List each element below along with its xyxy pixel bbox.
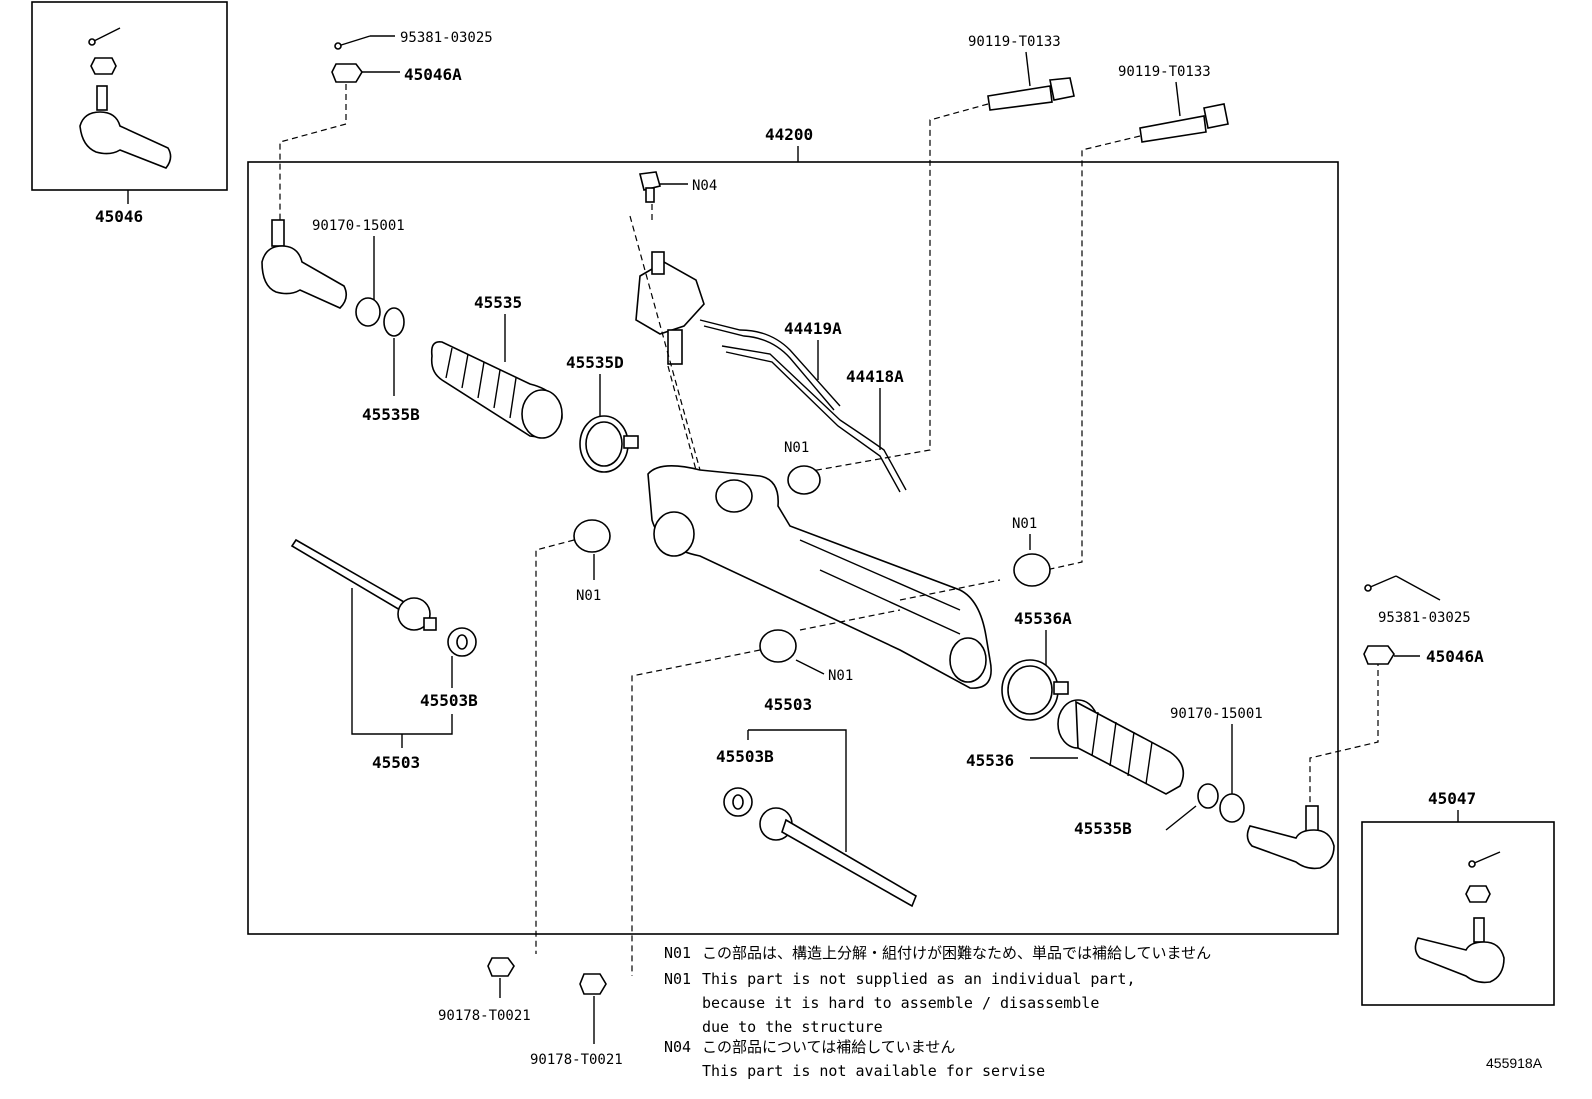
label-N01-left[interactable]: N01: [576, 588, 601, 604]
label-45503-center[interactable]: 45503: [764, 695, 812, 714]
label-45503B-left[interactable]: 45503B: [420, 691, 478, 710]
label-45535B-right[interactable]: 45535B: [1074, 819, 1132, 838]
note-1-code: N01: [664, 970, 691, 988]
cotter-pin-right[interactable]: [1364, 575, 1397, 592]
castle-nut-top[interactable]: [331, 63, 363, 83]
boot-45536[interactable]: [1057, 699, 1185, 795]
bolt-90119-T0133-a[interactable]: [987, 77, 1075, 111]
tie-rod-45503-left[interactable]: [290, 538, 437, 631]
label-45535[interactable]: 45535: [474, 293, 522, 312]
label-95381-03025-top[interactable]: 95381-03025: [400, 30, 493, 46]
castle-nut-right[interactable]: [1363, 645, 1395, 665]
label-90170-15001-left[interactable]: 90170-15001: [312, 218, 405, 234]
label-90178-T0021-a[interactable]: 90178-T0021: [438, 1008, 531, 1024]
pressure-tube-44419A[interactable]: [699, 319, 841, 411]
label-90170-15001-right[interactable]: 90170-15001: [1170, 706, 1263, 722]
main-assembly-frame: [247, 161, 1339, 935]
inset-box-bottom-right: [1361, 821, 1555, 1006]
return-tube-44418A[interactable]: [721, 345, 907, 493]
tie-rod-end-right[interactable]: [1246, 805, 1335, 870]
note-3-text: due to the structure: [702, 1018, 883, 1036]
label-45536[interactable]: 45536: [966, 751, 1014, 770]
diagram-reference: 455918A: [1486, 1055, 1543, 1071]
label-45503B-center[interactable]: 45503B: [716, 747, 774, 766]
label-N01-center[interactable]: N01: [828, 668, 853, 684]
label-45046[interactable]: 45046: [95, 207, 143, 226]
clamp-45535D[interactable]: [579, 415, 639, 473]
bushing-N01-left[interactable]: [573, 519, 611, 553]
label-90119-T0133-a[interactable]: 90119-T0133: [968, 34, 1061, 50]
boot-45535[interactable]: [430, 340, 563, 439]
inset-tie-rod-end-45047[interactable]: [1414, 851, 1505, 984]
clamp-45536A[interactable]: [1001, 659, 1069, 721]
label-90178-T0021-b[interactable]: 90178-T0021: [530, 1052, 623, 1068]
label-95381-03025-right[interactable]: 95381-03025: [1378, 610, 1471, 626]
bolt-N04[interactable]: [639, 171, 661, 203]
label-45047[interactable]: 45047: [1428, 789, 1476, 808]
bushing-90170-15001-left[interactable]: [355, 297, 405, 337]
label-45046A-right[interactable]: 45046A: [1426, 647, 1484, 666]
label-N01-right[interactable]: N01: [1012, 516, 1037, 532]
nut-90178-T0021-a[interactable]: [487, 957, 515, 977]
note-4-text: この部品については補給していません: [702, 1038, 955, 1056]
note-0-text: この部品は、構造上分解・組付けが困難なため、単品では補給していません: [702, 944, 1211, 962]
tie-rod-45503-center[interactable]: [759, 807, 917, 908]
label-45535D[interactable]: 45535D: [566, 353, 624, 372]
bushing-N01-center[interactable]: [759, 629, 797, 663]
note-0-code: N01: [664, 944, 691, 962]
note-1-text: This part is not supplied as an individu…: [702, 970, 1135, 988]
label-44419A[interactable]: 44419A: [784, 319, 842, 338]
bushing-90170-15001-right[interactable]: [1197, 783, 1245, 823]
inset-box-top-left: [31, 1, 228, 191]
cotter-pin-top[interactable]: [334, 35, 371, 50]
washer-45503B-left[interactable]: [447, 627, 477, 657]
inset-tie-rod-end-45046[interactable]: [79, 27, 172, 169]
label-44418A[interactable]: 44418A: [846, 367, 904, 386]
bushing-N01-top[interactable]: [787, 465, 821, 495]
note-5-text: This part is not available for servise: [702, 1062, 1045, 1080]
label-N01-top[interactable]: N01: [784, 440, 809, 456]
nut-90178-T0021-b[interactable]: [579, 973, 607, 995]
steering-gear-housing[interactable]: [635, 251, 992, 689]
bushing-N01-right[interactable]: [1013, 553, 1051, 587]
tie-rod-end-left[interactable]: [261, 219, 348, 309]
label-45503-left[interactable]: 45503: [372, 753, 420, 772]
label-45046A-top[interactable]: 45046A: [404, 65, 462, 84]
bolt-90119-T0133-b[interactable]: [1139, 103, 1229, 143]
label-45535B-left[interactable]: 45535B: [362, 405, 420, 424]
label-44200[interactable]: 44200: [765, 125, 813, 144]
note-4-code: N04: [664, 1038, 691, 1056]
label-N04[interactable]: N04: [692, 178, 717, 194]
note-2-text: because it is hard to assemble / disasse…: [702, 994, 1099, 1012]
label-45536A[interactable]: 45536A: [1014, 609, 1072, 628]
label-90119-T0133-b[interactable]: 90119-T0133: [1118, 64, 1211, 80]
washer-45503B-center[interactable]: [723, 787, 753, 817]
